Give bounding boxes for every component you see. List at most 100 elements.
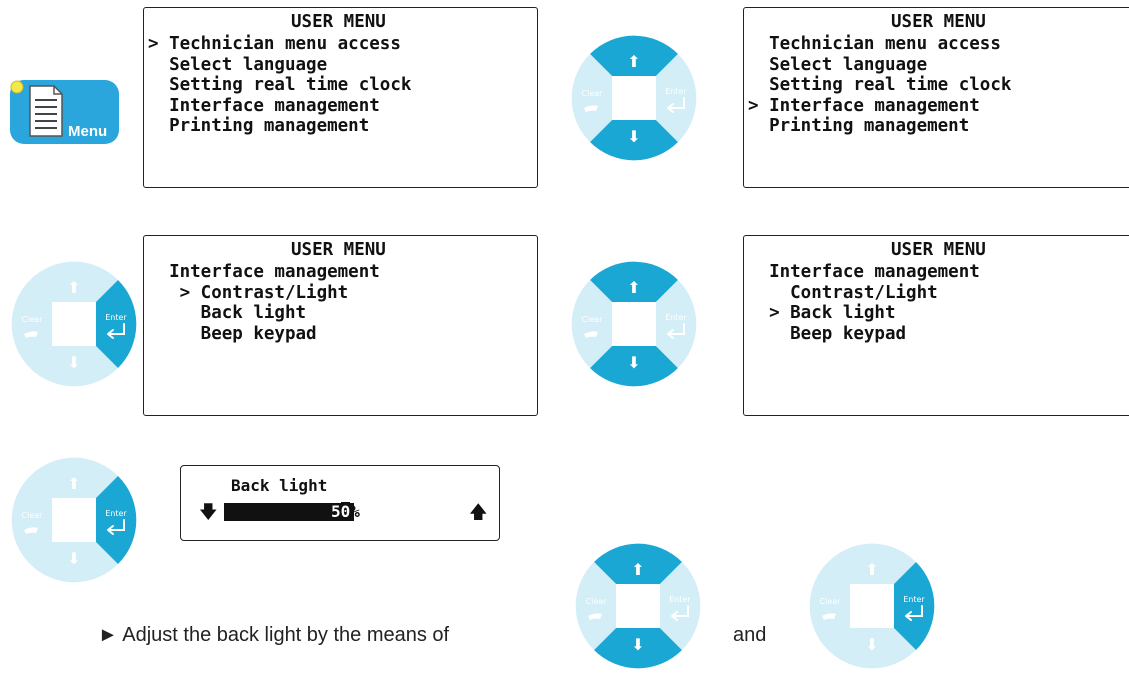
menu-line: Back light xyxy=(148,303,307,323)
menu-line: Printing management xyxy=(148,116,370,136)
percent-sign: % xyxy=(350,502,360,521)
eraser-icon xyxy=(584,331,598,338)
keypad-clear-segment[interactable] xyxy=(575,562,616,650)
keypad-up-segment[interactable] xyxy=(828,543,916,584)
value-digit: 5 xyxy=(331,502,341,521)
keypad-enter-segment[interactable] xyxy=(660,562,701,650)
backlight-value: 50% xyxy=(331,502,360,521)
menu-line: Interface management xyxy=(748,262,980,282)
menu-button[interactable]: Menu xyxy=(8,78,121,146)
eraser-icon xyxy=(24,331,38,338)
keypad-down-segment[interactable] xyxy=(594,628,682,669)
keypad-clear-label: Clear xyxy=(586,597,608,606)
arrow-down-icon: ⬇ xyxy=(627,127,640,146)
value-digit: 0 xyxy=(340,502,351,521)
keypad-up-segment[interactable] xyxy=(590,261,678,302)
eraser-icon xyxy=(588,613,602,620)
menu-line: Interface management xyxy=(148,95,380,116)
arrow-down-icon: ⬇ xyxy=(67,353,80,372)
menu-line: Beep keypad xyxy=(148,323,317,344)
keypad-clear-segment[interactable] xyxy=(571,280,612,368)
eraser-icon xyxy=(822,613,836,620)
keypad-clear-label: Clear xyxy=(582,89,604,98)
instruction-and: and xyxy=(733,624,767,646)
keypad-clear-segment[interactable] xyxy=(809,562,850,650)
eraser-icon xyxy=(24,527,38,534)
return-arrow-icon xyxy=(107,323,125,339)
menu-line: Beep keypad xyxy=(748,323,907,344)
screen-title: USER MENU xyxy=(891,12,986,32)
keypad-enter-label: Enter xyxy=(105,313,127,322)
keypad-down-segment[interactable] xyxy=(828,628,916,669)
screen-title: USER MENU xyxy=(891,240,986,260)
lcd-screen-user-menu-1: USER MENU > Technician menu access Selec… xyxy=(143,7,538,188)
keypad-down-segment[interactable] xyxy=(590,120,678,161)
keypad-up-segment[interactable] xyxy=(30,457,118,498)
status-led-icon xyxy=(10,80,24,94)
arrow-down-icon: ⬇ xyxy=(627,353,640,372)
return-arrow-icon xyxy=(667,97,685,113)
arrow-down-icon: 🡇 xyxy=(199,502,218,523)
arrow-up-icon: ⬆ xyxy=(627,278,640,297)
keypad-clear-label: Clear xyxy=(22,511,44,520)
menu-line: Setting real time clock xyxy=(148,75,412,95)
lcd-screen-back-light: Back light 🡇 50% 🡅 xyxy=(180,465,500,541)
keypad-enter-label: Enter xyxy=(903,595,925,604)
return-arrow-icon xyxy=(667,323,685,339)
keypad-enter-segment[interactable] xyxy=(96,280,137,368)
keypad-up-down-active-3[interactable]: ⬆ ⬇ Clear Enter xyxy=(572,540,704,672)
arrow-up-icon: ⬆ xyxy=(67,474,80,493)
arrow-up-icon: ⬆ xyxy=(865,560,878,579)
keypad-clear-segment[interactable] xyxy=(11,476,53,564)
menu-line: Setting real time clock xyxy=(748,75,1012,95)
keypad-enter-segment[interactable] xyxy=(656,280,697,368)
screen-title: Back light xyxy=(231,476,328,495)
menu-line: > Technician menu access xyxy=(148,34,401,54)
keypad-up-segment[interactable] xyxy=(30,261,118,302)
keypad-up-down-active-1[interactable]: ⬆ ⬇ Clear Enter xyxy=(568,32,700,164)
lcd-screen-interface-management-1: USER MENU Interface management > Contras… xyxy=(143,235,538,416)
arrow-up-icon: ⬆ xyxy=(631,560,644,579)
lcd-screen-interface-management-2: USER MENU Interface management Contrast/… xyxy=(743,235,1129,416)
menu-button-label: Menu xyxy=(68,123,107,140)
keypad-clear-segment[interactable] xyxy=(571,54,612,142)
menu-line: Select language xyxy=(148,54,328,75)
keypad-up-segment[interactable] xyxy=(594,543,682,584)
keypad-down-segment[interactable] xyxy=(30,542,118,583)
arrow-down-icon: ⬇ xyxy=(67,549,80,568)
keypad-enter-label: Enter xyxy=(669,595,691,604)
menu-line: Contrast/Light xyxy=(748,282,938,303)
eraser-icon xyxy=(584,105,598,112)
menu-line: > Back light xyxy=(748,303,896,323)
document-icon xyxy=(29,85,63,137)
keypad-enter-label: Enter xyxy=(665,87,687,96)
screen-title: USER MENU xyxy=(291,12,386,32)
keypad-enter-active-2[interactable]: ⬆ ⬇ Clear Enter xyxy=(8,454,140,586)
instruction-caption: ► Adjust the back light by the means of xyxy=(98,624,450,646)
arrow-down-icon: ⬇ xyxy=(631,635,644,654)
keypad-clear-label: Clear xyxy=(22,315,44,324)
menu-line: Printing management xyxy=(748,116,970,136)
return-arrow-icon xyxy=(905,605,923,621)
arrow-down-icon: ⬇ xyxy=(865,635,878,654)
keypad-clear-label: Clear xyxy=(582,315,604,324)
screen-title: USER MENU xyxy=(291,240,386,260)
arrow-up-icon: 🡅 xyxy=(469,502,488,523)
keypad-clear-segment[interactable] xyxy=(11,280,53,368)
menu-line: Interface management xyxy=(148,262,380,282)
keypad-enter-label: Enter xyxy=(105,509,127,518)
arrow-up-icon: ⬆ xyxy=(627,52,640,71)
keypad-down-segment[interactable] xyxy=(590,346,678,387)
keypad-up-segment[interactable] xyxy=(590,35,678,76)
lcd-screen-user-menu-2: USER MENU Technician menu access Select … xyxy=(743,7,1129,188)
keypad-enter-segment[interactable] xyxy=(96,476,137,564)
keypad-down-segment[interactable] xyxy=(30,346,118,387)
return-arrow-icon xyxy=(671,605,689,621)
menu-line: Select language xyxy=(748,54,928,75)
keypad-enter-segment[interactable] xyxy=(656,54,697,142)
keypad-enter-segment[interactable] xyxy=(894,562,935,650)
return-arrow-icon xyxy=(107,519,125,535)
